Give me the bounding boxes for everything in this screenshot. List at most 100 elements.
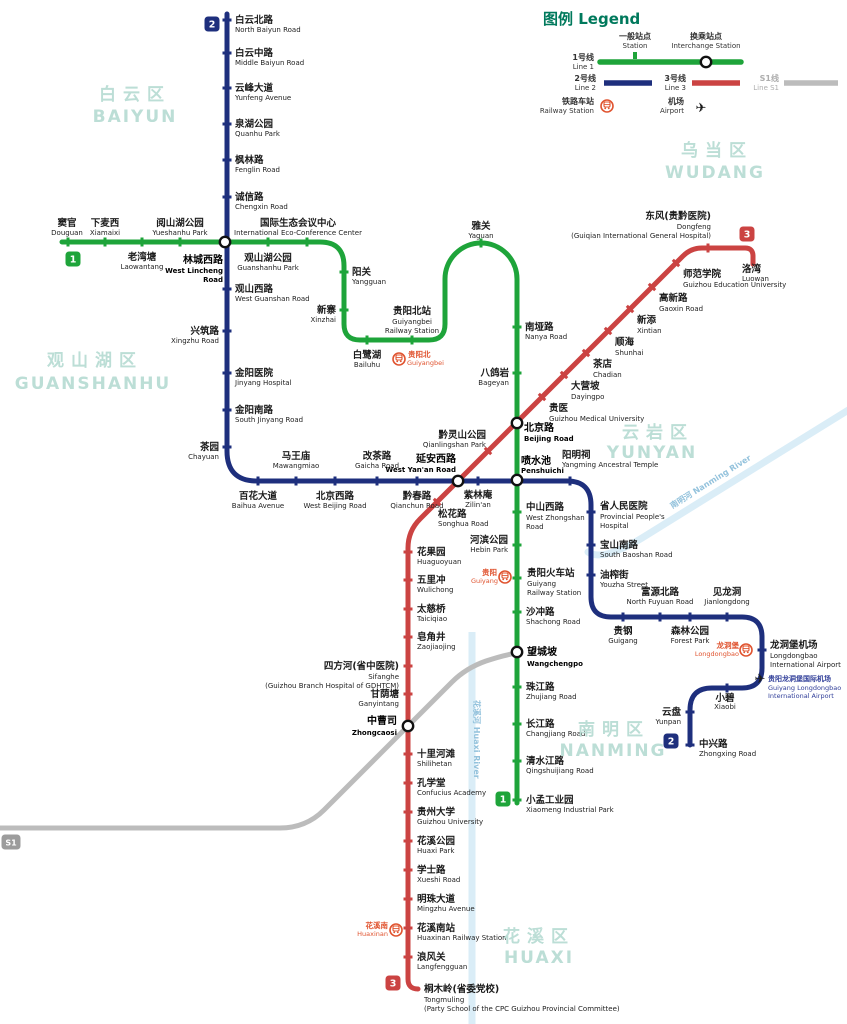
station-xintian-tick — [625, 304, 635, 314]
station-guiyangbei-railway-station-label: Guiyangbei — [392, 318, 432, 326]
station-south-baoshan-road-label: 宝山南路 — [600, 539, 639, 551]
station-beijing-road-interchange-marker — [510, 416, 524, 430]
station-qianchun-road-label: Qianchun Road — [390, 502, 443, 510]
station-dayingpo-label: 大营坡 — [571, 380, 600, 392]
station-laowantang-label: 老湾塘 — [127, 251, 157, 263]
railway-station-icon — [739, 643, 753, 657]
station-guizhou-university-label: 贵州大学 — [417, 806, 456, 818]
station-chadian-tick — [581, 348, 591, 358]
legend-interchange-zh: 换乘站点 — [690, 31, 722, 41]
station-gaicha-road-label: Gaicha Road — [355, 462, 399, 470]
airplane-icon: ✈ — [755, 672, 766, 687]
station-confucius-academy-label: Confucius Academy — [417, 789, 486, 797]
station-fenglin-road-label: 枫林路 — [235, 154, 264, 166]
station-qianchun-road-label: 黔春路 — [402, 490, 432, 502]
station-zhongxing-road-label: Zhongxing Road — [699, 750, 756, 758]
station-guigang-label: Guigang — [608, 637, 637, 645]
legend-railway-en: Railway Station — [540, 107, 594, 115]
station-dayingpo-tick — [559, 370, 569, 380]
station-guizhou-education-university-tick — [671, 258, 681, 268]
rail-icon-wheel — [393, 931, 396, 934]
station-zhongcaosi-label: 中曹司 — [367, 714, 397, 727]
district-zh: 乌当区 — [681, 140, 753, 161]
station-yunfeng-avenue-label: Yunfeng Avenue — [234, 94, 291, 102]
station-guizhou-education-university-label: 师范学院 — [683, 268, 722, 280]
station-shilihetan-label: 十里河滩 — [417, 748, 456, 760]
station-zhongxing-road-label: 中兴路 — [699, 738, 728, 750]
station-forest-park-label: 森林公园 — [671, 625, 709, 637]
badge-number: 3 — [744, 230, 751, 241]
station-baihua-avenue-label: 百花大道 — [239, 490, 278, 502]
station-baihua-avenue-label: Baihua Avenue — [232, 502, 284, 510]
station-shachong-road-label: Shachong Road — [526, 618, 580, 626]
station-west-guanshan-road-label: West Guanshan Road — [235, 295, 310, 303]
district-en: WUDANG — [665, 163, 765, 183]
station-sifanghe-guizhou-branch-hospital-of-gdhtcm-label: 四方河(省中医院) — [324, 660, 399, 672]
station-huaxinan-railway-station-label: 花溪南站 — [417, 922, 456, 934]
station-yaguan-label: Yaguan — [467, 232, 493, 240]
station-wangchengpo-label: Wangchengpo — [527, 660, 583, 668]
station-taiciqiao-label: Taiciqiao — [416, 615, 447, 623]
badge-box — [495, 791, 511, 807]
terminal-badge-s1: S1 — [1, 834, 21, 850]
station-shunhai-label: Shunhai — [615, 349, 643, 357]
railway-icon-label: 花溪南 — [366, 920, 389, 930]
station-douguan-label: Douguan — [51, 229, 83, 237]
station-guizhou-medical-university-tick — [537, 392, 547, 402]
station-zilin-an-label: Zilin'an — [465, 501, 491, 509]
badge-box — [204, 16, 220, 32]
station-north-baiyun-road-label: 白云北路 — [235, 14, 274, 26]
station-nanya-road-label: 南垭路 — [525, 321, 554, 333]
station-quanhu-park-label: Quanhu Park — [235, 130, 281, 138]
district-zh: 白云区 — [99, 84, 171, 105]
badge-number: S1 — [5, 839, 17, 848]
station-sifanghe-guizhou-branch-hospital-of-gdhtcm-label: (Guizhou Branch Hospital of GDHTCM) — [265, 682, 399, 690]
badge-number: 1 — [500, 795, 507, 806]
station-north-fuyuan-road-label: North Fuyuan Road — [627, 598, 694, 606]
airport-icon-label: International Airport — [768, 692, 834, 700]
badge-box — [65, 251, 81, 267]
station-zhongcaosi-interchange-marker — [401, 719, 415, 733]
railway-icon-label: 贵阳北 — [408, 349, 431, 359]
station-west-beijing-road-label: 北京西路 — [316, 490, 355, 502]
station-penshuichi-interchange-marker — [510, 473, 524, 487]
airport-icon-label: 贵阳龙洞堡国际机场 — [768, 674, 831, 683]
station-west-lincheng-road-interchange-marker — [218, 235, 232, 249]
station-zhujiang-road-label: Zhujiang Road — [526, 693, 577, 701]
district-zh: 云岩区 — [622, 422, 694, 443]
district-en: NANMING — [559, 741, 666, 761]
huaxi-river-label: 花溪河 Huaxi River — [472, 700, 482, 779]
station-west-beijing-road-label: West Beijing Road — [303, 502, 366, 510]
station-jinyang-hospital-label: 金阳医院 — [234, 367, 274, 379]
station-qingshuijiang-road-label: Qingshuijiang Road — [526, 767, 594, 775]
terminal-badge-3: 3 — [739, 226, 755, 242]
legend-station-zh: 一般站点 — [619, 31, 651, 41]
station-xinzhai-label: Xinzhai — [310, 316, 336, 324]
station-mawangmiao-label: Mawangmiao — [273, 462, 320, 470]
station-guiyang-railway-station-label: Guiyang — [527, 580, 556, 588]
station-longdongbao-international-airport-label: Longdongbao — [770, 652, 818, 660]
legend-station-en: Station — [623, 42, 648, 50]
station-chayuan-label: 茶园 — [199, 441, 219, 453]
generated-layer: 窦官Douguan下麦西Xiamaixi老湾塘Laowantang阅山湖公园Yu… — [1, 14, 841, 1013]
station-wulichong-label: Wulichong — [417, 586, 453, 594]
station-songhua-road-label: Songhua Road — [438, 520, 489, 528]
station-bailuhu-label: Bailuhu — [354, 361, 380, 369]
station-chadian-label: Chadian — [593, 371, 622, 379]
terminal-badge-2: 2 — [204, 16, 220, 32]
station-ganyintang-label: 甘荫塘 — [370, 688, 399, 700]
station-west-zhongshan-road-label: 中山西路 — [526, 501, 565, 513]
station-fenglin-road-label: Fenglin Road — [235, 166, 280, 174]
railway-icon-label: 贵阳 — [482, 567, 497, 577]
station-xintian-label: 新添 — [637, 314, 657, 326]
station-beijing-road-label: 北京路 — [524, 421, 555, 434]
station-changjiang-road-label: Changjiang Road — [526, 730, 585, 738]
station-guiyang-railway-station-label: Railway Station — [527, 589, 581, 597]
station-xiaomeng-industrial-park-label: 小孟工业园 — [525, 794, 574, 806]
station-shunhai-tick — [603, 326, 613, 336]
station-guanshanhu-park-label: Guanshanhu Park — [237, 264, 300, 272]
